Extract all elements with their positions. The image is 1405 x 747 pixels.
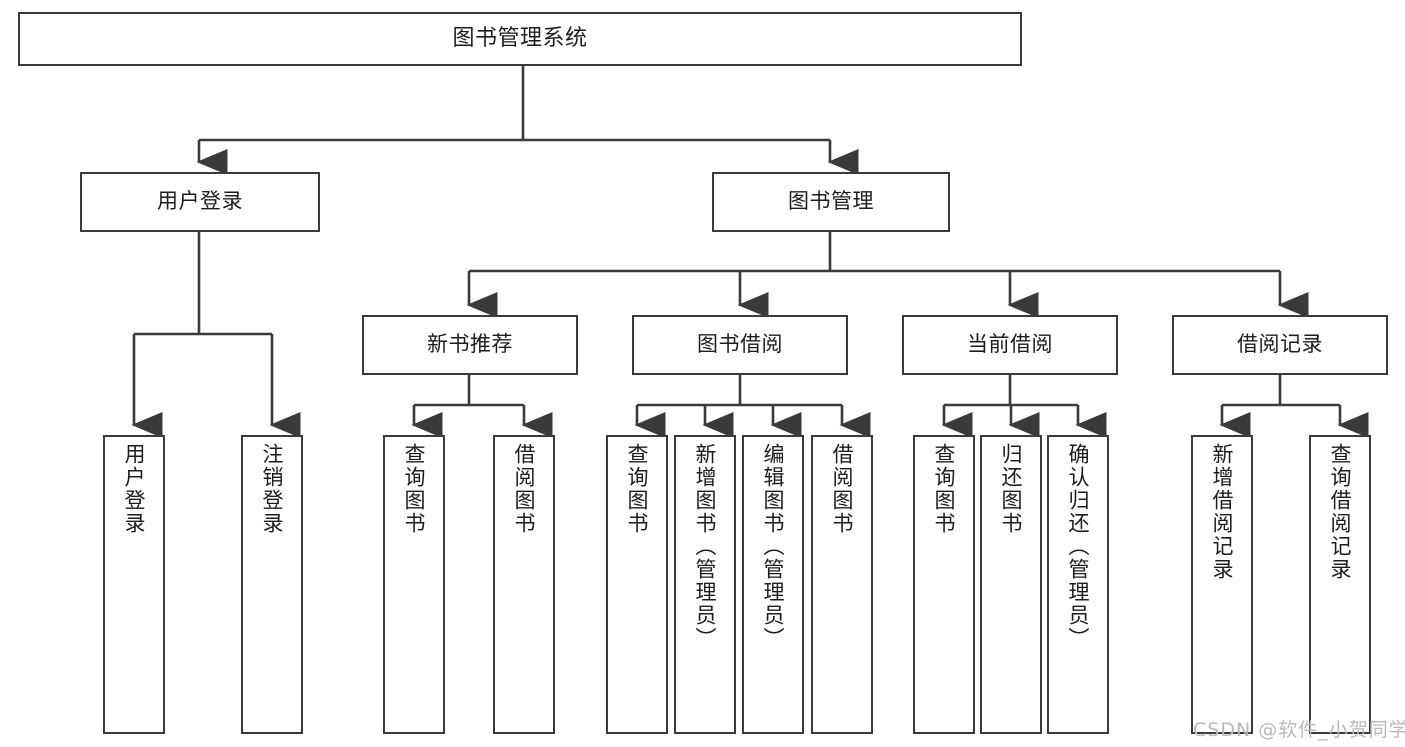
node-new-book-recommend[interactable]: 新书推荐 [362, 315, 578, 375]
leaf-user-login-signout[interactable]: 注销登录 [241, 435, 303, 734]
node-label: 注销登录 [260, 443, 285, 535]
node-label: 图书管理系统 [452, 26, 588, 52]
node-label: 新书推荐 [427, 332, 513, 357]
leaf-current-return-book[interactable]: 归还图书 [980, 435, 1042, 734]
node-label: 图书管理 [788, 189, 874, 214]
leaf-borrow-query-book[interactable]: 查询图书 [606, 435, 668, 734]
leaf-borrow-borrow-book[interactable]: 借阅图书 [811, 435, 873, 734]
leaf-recommend-query-book[interactable]: 查询图书 [383, 435, 445, 734]
node-user-login[interactable]: 用户登录 [80, 172, 320, 232]
node-label: 图书借阅 [697, 332, 783, 357]
node-label: 新增图书（管理员） [693, 443, 718, 650]
node-label: 用户登录 [157, 189, 243, 214]
leaf-user-login-signin[interactable]: 用户登录 [103, 435, 165, 734]
node-label: 新增借阅记录 [1210, 443, 1235, 581]
node-label: 借阅图书 [830, 443, 855, 535]
node-book-borrow[interactable]: 图书借阅 [632, 315, 848, 375]
node-label: 查询图书 [402, 443, 427, 535]
csdn-watermark: CSDN @软件_小贺同学 [1193, 719, 1405, 741]
node-label: 当前借阅 [967, 332, 1053, 357]
node-label: 借阅记录 [1237, 332, 1323, 357]
leaf-borrow-add-book-admin[interactable]: 新增图书（管理员） [674, 435, 736, 734]
node-label: 查询图书 [625, 443, 650, 535]
node-borrow-records[interactable]: 借阅记录 [1172, 315, 1388, 375]
node-book-management[interactable]: 图书管理 [712, 172, 950, 232]
node-label: 查询图书 [932, 443, 957, 535]
leaf-recommend-borrow-book[interactable]: 借阅图书 [493, 435, 555, 734]
node-label: 查询借阅记录 [1328, 443, 1353, 581]
node-label: 编辑图书（管理员） [761, 443, 786, 650]
node-label: 借阅图书 [512, 443, 537, 535]
node-current-borrow[interactable]: 当前借阅 [902, 315, 1118, 375]
leaf-borrow-edit-book-admin[interactable]: 编辑图书（管理员） [742, 435, 804, 734]
leaf-records-add-record[interactable]: 新增借阅记录 [1191, 435, 1253, 734]
leaf-current-confirm-return-admin[interactable]: 确认归还（管理员） [1047, 435, 1109, 734]
node-root-system[interactable]: 图书管理系统 [18, 12, 1022, 66]
leaf-current-query-book[interactable]: 查询图书 [913, 435, 975, 734]
leaf-records-query-record[interactable]: 查询借阅记录 [1309, 435, 1371, 734]
node-label: 归还图书 [999, 443, 1024, 535]
node-label: 用户登录 [122, 443, 147, 535]
node-label: 确认归还（管理员） [1066, 443, 1091, 650]
